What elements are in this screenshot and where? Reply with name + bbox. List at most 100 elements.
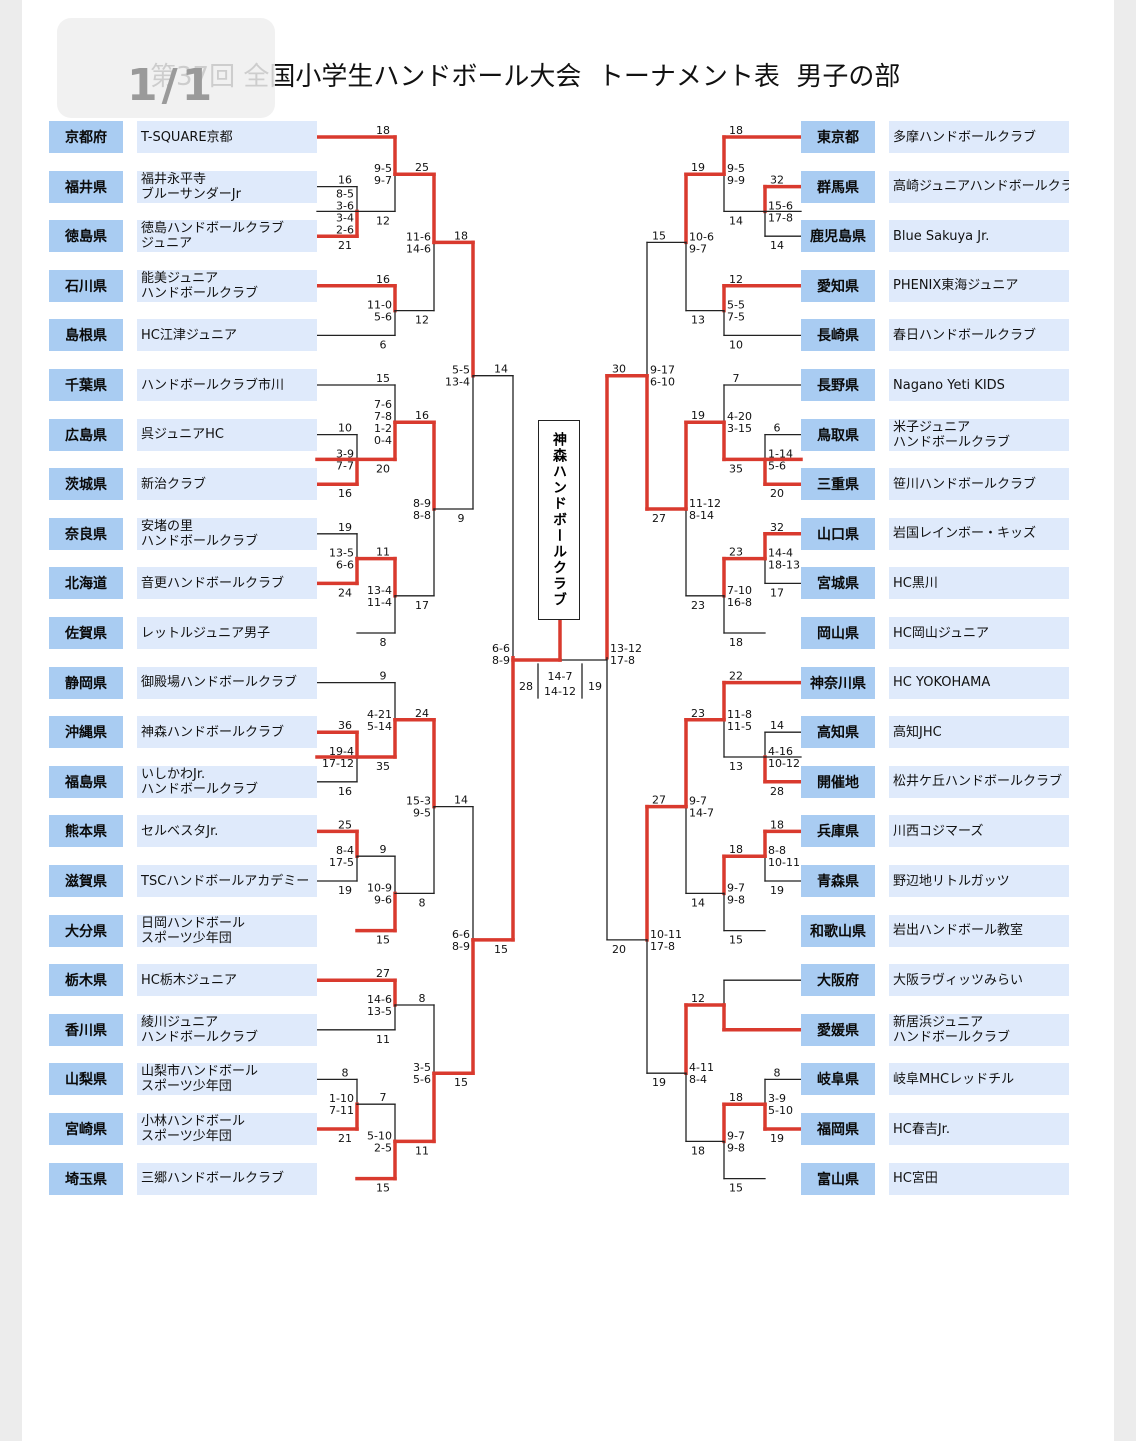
half-score-46: 8-4 [336, 844, 354, 857]
half-score-82: 6-6 [452, 928, 470, 941]
half-score-79: 13-4 [445, 376, 470, 389]
half-score-51: 9-6 [374, 893, 392, 906]
right-team-1: 高崎ジュニアハンドボールクラブ [889, 170, 1069, 203]
half-score-123: 11-5 [727, 720, 752, 733]
left-pref-20: 宮崎県 [49, 1113, 123, 1145]
half-score-62: 11-6 [406, 230, 431, 243]
left-pref-10: 佐賀県 [49, 617, 123, 649]
score-top-152: 15 [652, 229, 666, 242]
left-team-16: 日岡ハンドボール スポーツ少年団 [137, 914, 317, 947]
half-score-8: 3-9 [336, 447, 354, 460]
right-pref-9: 宮城県 [801, 567, 875, 600]
left-pref-12: 沖縄県 [49, 716, 123, 749]
half-score-39: 11-4 [367, 596, 392, 609]
half-score-90: 1-14 [768, 447, 793, 460]
left-team-5: ハンドボールクラブ市川 [137, 369, 317, 401]
score-bottom-7: 16 [338, 487, 352, 500]
score-bottom-137: 13 [691, 314, 705, 327]
score-bottom-49: 15 [376, 934, 390, 947]
score-bottom-11: 16 [338, 785, 352, 798]
score-top-88: 6 [774, 422, 781, 435]
left-team-4: HC江津ジュニア [137, 319, 317, 352]
half-semi-right-1: 17-8 [610, 654, 635, 667]
score-semi-right-top: 30 [612, 363, 626, 376]
half-score-126: 8-8 [768, 844, 786, 857]
score-top-68: 24 [415, 707, 429, 720]
score-bottom-53: 11 [376, 1033, 390, 1046]
score-top-124: 18 [770, 818, 784, 831]
left-pref-18: 香川県 [49, 1013, 123, 1046]
half-score-43: 5-14 [367, 720, 392, 733]
right-pref-20: 福岡県 [801, 1113, 875, 1145]
half-score-83: 8-9 [452, 940, 470, 953]
right-pref-11: 神奈川県 [801, 666, 875, 699]
score-top-84: 32 [770, 174, 784, 187]
right-team-19: 岐阜MHCレッドチル [889, 1063, 1069, 1096]
final-half-0: 14-7 [548, 670, 573, 683]
score-bottom-105: 10 [729, 338, 743, 351]
half-score-47: 17-5 [329, 856, 354, 869]
score-bottom-149: 18 [691, 1144, 705, 1157]
final-score-left: 28 [519, 680, 533, 693]
score-top-22: 16 [376, 273, 390, 286]
right-pref-5: 長野県 [801, 369, 875, 401]
half-score-42: 4-21 [367, 708, 392, 721]
half-semi-right-0: 13-12 [610, 642, 642, 655]
left-pref-7: 茨城県 [49, 468, 123, 501]
right-pref-15: 青森県 [801, 865, 875, 897]
half-score-155: 6-10 [650, 376, 675, 389]
half-score-66: 8-9 [413, 497, 431, 510]
score-bottom-125: 19 [770, 884, 784, 897]
score-top-40: 9 [380, 670, 387, 683]
right-team-20: HC春吉Jr. [889, 1113, 1069, 1145]
score-top-144: 23 [691, 707, 705, 720]
half-score-130: 9-7 [727, 881, 745, 894]
half-score-12: 19-4 [329, 745, 354, 758]
score-top-44: 25 [338, 818, 352, 831]
score-top-32: 19 [338, 521, 352, 534]
half-score-98: 3-9 [768, 1092, 786, 1105]
score-bottom-113: 17 [770, 586, 784, 599]
right-team-14: 川西コジマーズ [889, 815, 1069, 848]
right-team-5: Nagano Yeti KIDS [889, 369, 1069, 401]
half-score-151: 8-4 [689, 1073, 707, 1086]
half-score-119: 16-8 [727, 596, 752, 609]
left-team-6: 呉ジュニアHC [137, 418, 317, 451]
left-team-9: 音更ハンドボールクラブ [137, 567, 317, 600]
score-bottom-33: 24 [338, 586, 352, 599]
right-pref-12: 高知県 [801, 716, 875, 749]
score-semi-right-bottom: 20 [612, 943, 626, 956]
right-pref-7: 三重県 [801, 468, 875, 501]
score-top-76: 18 [454, 229, 468, 242]
score-bottom-157: 19 [652, 1076, 666, 1089]
right-team-16: 岩出ハンドボール教室 [889, 914, 1069, 947]
score-bottom-97: 19 [770, 1132, 784, 1145]
right-team-3: PHENIX東海ジュニア [889, 269, 1069, 302]
score-top-112: 32 [770, 521, 784, 534]
score-top-148: 12 [691, 992, 705, 1005]
left-pref-6: 広島県 [49, 418, 123, 451]
score-top-10: 36 [338, 719, 352, 732]
left-team-11: 御殿場ハンドボールクラブ [137, 666, 317, 699]
half-score-16: 1-10 [329, 1092, 354, 1105]
left-pref-14: 熊本県 [49, 815, 123, 848]
score-bottom-145: 14 [691, 896, 705, 909]
left-pref-11: 静岡県 [49, 666, 123, 699]
right-pref-10: 岡山県 [801, 617, 875, 649]
half-score-38: 13-4 [367, 584, 392, 597]
score-top-100: 18 [729, 124, 743, 137]
score-bottom-133: 15 [729, 1182, 743, 1195]
right-team-11: HC YOKOHAMA [889, 666, 1069, 699]
score-bottom-57: 15 [376, 1182, 390, 1195]
half-score-146: 9-7 [689, 795, 707, 808]
score-top-92: 14 [770, 719, 784, 732]
right-pref-14: 兵庫県 [801, 815, 875, 848]
half-score-110: 4-20 [727, 410, 752, 423]
half-score-103: 9-9 [727, 174, 745, 187]
left-team-13: いしかわJr. ハンドボールクラブ [137, 765, 317, 798]
score-top-108: 7 [733, 372, 740, 385]
score-bottom-41: 35 [376, 760, 390, 773]
half-score-58: 5-10 [367, 1129, 392, 1142]
score-top-132: 18 [729, 1091, 743, 1104]
left-pref-0: 京都府 [49, 121, 123, 153]
